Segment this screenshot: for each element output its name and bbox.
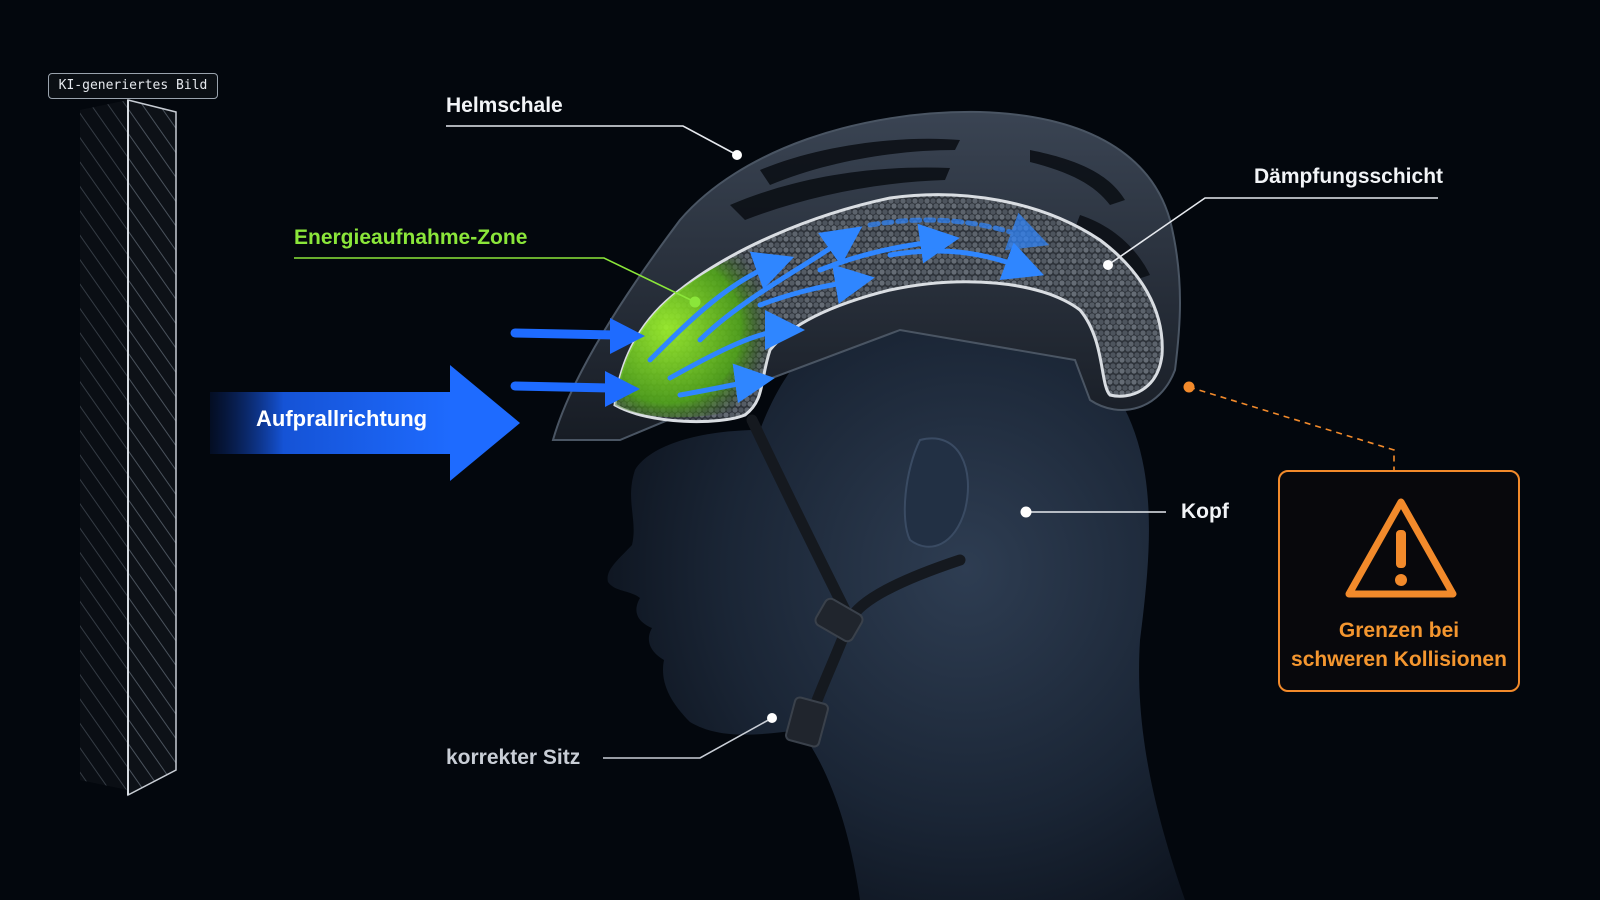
label-head: Kopf bbox=[1181, 500, 1229, 523]
warning-text: Grenzen bei schweren Kollisionen bbox=[1280, 616, 1518, 674]
label-energy-zone: Energieaufnahme-Zone bbox=[294, 226, 528, 249]
head-silhouette bbox=[607, 298, 1185, 900]
warning-triangle-icon bbox=[1345, 498, 1457, 598]
label-helmet-shell: Helmschale bbox=[446, 94, 563, 117]
impact-direction-arrow bbox=[210, 365, 520, 481]
leader-dots bbox=[689, 150, 1195, 723]
warning-line-1: Grenzen bei bbox=[1338, 619, 1460, 642]
label-impact-direction: Aufprallrichtung bbox=[256, 406, 428, 431]
ai-generated-badge: KI-generiertes Bild bbox=[48, 73, 218, 99]
warning-box: Grenzen bei schweren Kollisionen bbox=[1278, 470, 1520, 692]
chin-buckle bbox=[785, 696, 829, 748]
ear bbox=[903, 437, 969, 548]
impact-wall bbox=[80, 99, 177, 797]
label-damping-layer: Dämpfungsschicht bbox=[1254, 165, 1444, 188]
strap-buckle bbox=[814, 597, 864, 643]
warning-line-2: schweren Kollisionen bbox=[1291, 648, 1507, 671]
leader-lines bbox=[294, 125, 1438, 759]
label-correct-fit: korrekter Sitz bbox=[446, 746, 581, 769]
incoming-force-arrows bbox=[510, 318, 645, 407]
energy-flow-arrows bbox=[647, 212, 1050, 404]
